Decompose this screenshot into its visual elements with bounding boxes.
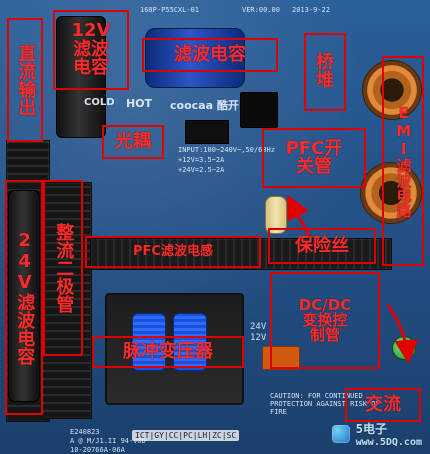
- label-optocoupler: 光耦: [102, 125, 164, 159]
- side-12v: 12V: [250, 333, 267, 343]
- transformer-winding-left: [132, 313, 166, 371]
- watermark: 5电子 www.5DQ.com: [331, 420, 422, 448]
- label-dcdc-control: DC/DC 变换控 制管: [270, 272, 380, 369]
- watermark-text: 5电子 www.5DQ.com: [356, 420, 422, 448]
- arrow-fuse-to-part: [280, 182, 320, 242]
- emi-coil-bottom: [360, 162, 422, 224]
- input-spec: INPUT:100~240V~,50/60Hz: [178, 146, 275, 154]
- board-top-code: 168P-P55CXL-01: [140, 6, 200, 14]
- transformer-winding-right: [173, 313, 207, 371]
- label-fuse: 保险丝: [268, 228, 376, 264]
- board-date: 2013-9-22: [292, 6, 330, 14]
- watermark-brand: 5电子: [355, 422, 387, 436]
- label-dc-output: 直流输出: [7, 18, 43, 142]
- board-version: VER:00.00: [242, 6, 280, 14]
- connector-strip: ICT|GY|CC|PC|LH|ZC|SC: [132, 430, 240, 441]
- caution-note: CAUTION: FOR CONTINUED PROTECTION AGAINS…: [270, 392, 380, 416]
- label-ac: 交流: [345, 388, 421, 422]
- center-heatsink: [90, 238, 392, 270]
- fuse-part: [265, 196, 287, 234]
- watermark-logo: [331, 425, 350, 443]
- label-pfc-coil: PFC滤波电感: [85, 236, 261, 268]
- side-24v: 24V: [250, 322, 267, 332]
- hot-mark: HOT: [126, 97, 153, 110]
- output-12v-spec: +12V=3.5~2A: [178, 156, 225, 164]
- orange-capacitor: [262, 346, 300, 370]
- brand-mark: coocaa 酷开: [170, 99, 239, 112]
- label-bridge: 桥 堆: [304, 33, 346, 111]
- watermark-site: www.5DQ.com: [355, 437, 422, 448]
- arrow-emi-to-indicator: [378, 300, 428, 370]
- bottom-code: 10-20766A-06A: [70, 446, 125, 454]
- cold-mark: COLD: [84, 97, 115, 108]
- label-filter-cap: 滤波电容: [142, 38, 278, 72]
- label-12v-filter-cap: 12V 滤波 电容: [53, 10, 129, 90]
- label-emi-filter: EMI滤波电路: [382, 56, 424, 266]
- cap-12v: [56, 16, 106, 138]
- emi-coil-top: [362, 60, 422, 120]
- black-component: [185, 120, 229, 144]
- label-24v-filter-cap: 24V滤波电容: [5, 180, 43, 415]
- black-relay: [240, 92, 278, 128]
- cap-24v: [8, 190, 40, 402]
- label-pulse-transformer: 脉冲变压器: [92, 336, 244, 368]
- output-24v-spec: +24V=2.5~2A: [178, 166, 225, 174]
- sub-code: A @ M/J1.II 94-V0D: [70, 437, 146, 445]
- e-code: E240823: [70, 428, 100, 436]
- label-rectifier-diode: 整流二极管: [43, 180, 83, 356]
- label-pfc-switch: PFC开 关管: [262, 128, 366, 188]
